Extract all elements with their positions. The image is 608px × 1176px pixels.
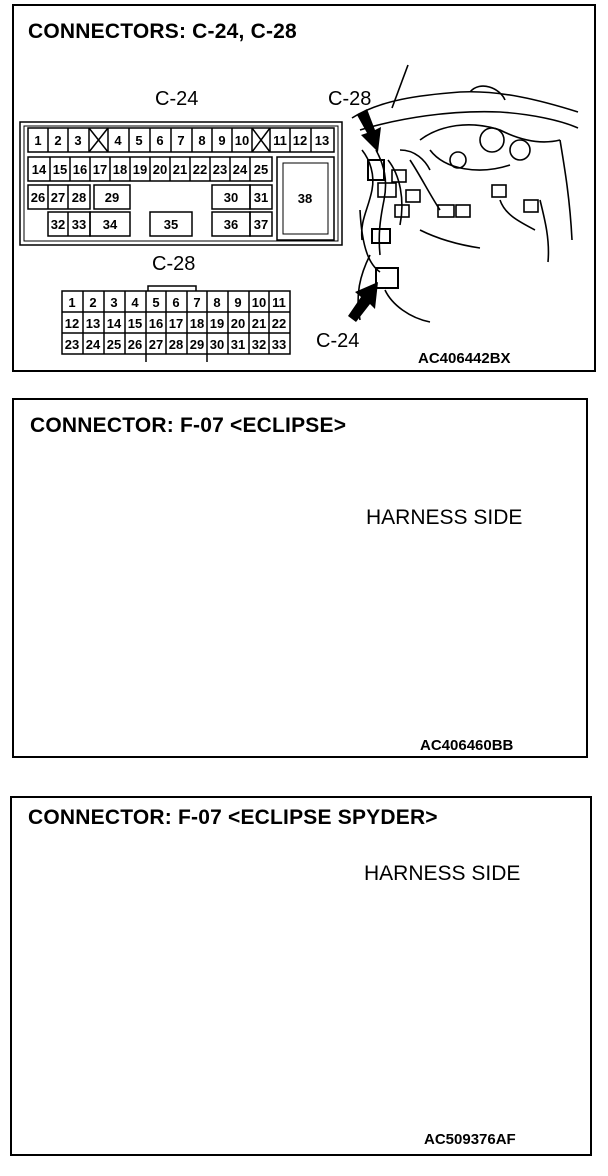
- svg-text:23: 23: [213, 162, 227, 177]
- dashboard-harness-illustration: [351, 64, 579, 323]
- svg-text:17: 17: [93, 162, 107, 177]
- svg-text:3: 3: [110, 295, 117, 310]
- svg-text:20: 20: [153, 162, 167, 177]
- panel1-figure-code: AC406442BX: [418, 350, 511, 367]
- svg-text:30: 30: [224, 190, 238, 205]
- svg-text:24: 24: [86, 337, 101, 352]
- svg-text:28: 28: [72, 190, 86, 205]
- panel2-figure-code: AC406460BB: [420, 737, 514, 754]
- svg-text:8: 8: [213, 295, 220, 310]
- svg-text:26: 26: [128, 337, 142, 352]
- svg-text:33: 33: [72, 217, 86, 232]
- svg-text:11: 11: [272, 295, 286, 310]
- svg-text:22: 22: [272, 316, 286, 331]
- svg-text:7: 7: [177, 133, 184, 148]
- svg-text:18: 18: [190, 316, 204, 331]
- svg-text:35: 35: [164, 217, 178, 232]
- photo-c24-label: C-24: [316, 330, 360, 352]
- panel2-title: CONNECTOR: F-07 <ECLIPSE>: [30, 414, 347, 437]
- panel-connector-f07-eclipse-spyder: [10, 796, 592, 1156]
- svg-text:37: 37: [254, 217, 268, 232]
- svg-text:21: 21: [173, 162, 187, 177]
- c28-connector-face: [61, 285, 291, 362]
- svg-text:21: 21: [252, 316, 266, 331]
- svg-text:12: 12: [293, 133, 307, 148]
- svg-text:25: 25: [254, 162, 268, 177]
- svg-text:14: 14: [32, 162, 47, 177]
- svg-text:20: 20: [231, 316, 245, 331]
- svg-text:2: 2: [89, 295, 96, 310]
- svg-text:17: 17: [169, 316, 183, 331]
- svg-text:6: 6: [172, 295, 179, 310]
- svg-text:5: 5: [152, 295, 159, 310]
- svg-text:16: 16: [149, 316, 163, 331]
- svg-text:14: 14: [107, 316, 122, 331]
- svg-text:34: 34: [103, 217, 118, 232]
- svg-text:7: 7: [193, 295, 200, 310]
- svg-text:15: 15: [128, 316, 142, 331]
- svg-text:23: 23: [65, 337, 79, 352]
- svg-text:4: 4: [114, 133, 122, 148]
- svg-text:16: 16: [73, 162, 87, 177]
- panel-connectors-c24-c28: [12, 4, 596, 372]
- c24-connector-face: [19, 121, 343, 246]
- svg-text:25: 25: [107, 337, 121, 352]
- c28-pointer-arrow: [357, 109, 381, 152]
- svg-text:31: 31: [254, 190, 268, 205]
- svg-text:9: 9: [218, 133, 225, 148]
- svg-text:11: 11: [273, 133, 287, 148]
- svg-text:2: 2: [54, 133, 61, 148]
- svg-text:4: 4: [131, 295, 139, 310]
- svg-text:13: 13: [86, 316, 100, 331]
- svg-text:1: 1: [34, 133, 41, 148]
- c24-pointer-arrow: [348, 282, 378, 322]
- svg-text:30: 30: [210, 337, 224, 352]
- panel3-harness-side-label: HARNESS SIDE: [364, 862, 521, 885]
- svg-text:19: 19: [133, 162, 147, 177]
- svg-text:38: 38: [298, 191, 312, 206]
- svg-text:12: 12: [65, 316, 79, 331]
- svg-text:3: 3: [74, 133, 81, 148]
- svg-text:15: 15: [53, 162, 67, 177]
- svg-text:32: 32: [51, 217, 65, 232]
- svg-text:18: 18: [113, 162, 127, 177]
- svg-text:27: 27: [149, 337, 163, 352]
- svg-text:13: 13: [315, 133, 329, 148]
- svg-text:32: 32: [252, 337, 266, 352]
- svg-text:26: 26: [31, 190, 45, 205]
- svg-text:22: 22: [193, 162, 207, 177]
- panel-connector-f07-eclipse: [12, 398, 588, 758]
- svg-text:36: 36: [224, 217, 238, 232]
- svg-text:9: 9: [234, 295, 241, 310]
- svg-text:28: 28: [169, 337, 183, 352]
- svg-text:29: 29: [190, 337, 204, 352]
- svg-text:19: 19: [210, 316, 224, 331]
- svg-text:33: 33: [272, 337, 286, 352]
- svg-text:10: 10: [252, 295, 266, 310]
- svg-text:27: 27: [51, 190, 65, 205]
- svg-text:24: 24: [233, 162, 248, 177]
- svg-text:29: 29: [105, 190, 119, 205]
- photo-c28-label: C-28: [328, 88, 372, 110]
- svg-text:5: 5: [135, 133, 142, 148]
- c28-diagram-label: C-28: [152, 253, 196, 275]
- panel2-harness-side-label: HARNESS SIDE: [366, 506, 523, 529]
- c24-diagram-label: C-24: [155, 88, 199, 110]
- svg-text:6: 6: [156, 133, 163, 148]
- panel3-figure-code: AC509376AF: [424, 1131, 516, 1148]
- svg-text:31: 31: [231, 337, 245, 352]
- svg-text:1: 1: [68, 295, 75, 310]
- panel3-title: CONNECTOR: F-07 <ECLIPSE SPYDER>: [28, 806, 438, 829]
- svg-text:8: 8: [198, 133, 205, 148]
- panel1-title: CONNECTORS: C-24, C-28: [28, 20, 297, 43]
- svg-text:10: 10: [235, 133, 249, 148]
